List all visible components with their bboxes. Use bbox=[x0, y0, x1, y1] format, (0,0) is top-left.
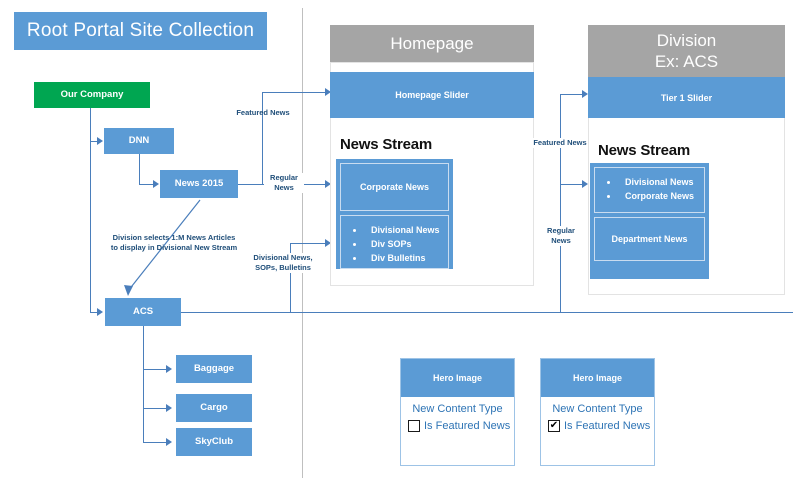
node-acs[interactable]: ACS bbox=[105, 298, 181, 326]
connector-divisional-riser bbox=[290, 243, 291, 312]
checkbox-unchecked-icon[interactable] bbox=[408, 420, 420, 432]
arrowhead-divisional-list bbox=[325, 239, 331, 247]
homepage-cell-divisional-list[interactable]: Divisional News Div SOPs Div Bulletins bbox=[340, 215, 449, 269]
connector-acs-spine bbox=[143, 326, 144, 442]
connector-company-dnn bbox=[90, 141, 98, 142]
division-panel-header: Division Ex: ACS bbox=[588, 25, 785, 77]
division-header-line1: Division bbox=[656, 30, 717, 50]
connector-acs-baggage bbox=[143, 369, 167, 370]
arrowhead-news-2015 bbox=[153, 180, 159, 188]
connector-company-acs bbox=[90, 312, 98, 313]
hero-image-placeholder: Hero Image bbox=[541, 359, 654, 397]
list-item: Divisional News bbox=[603, 176, 698, 189]
label-divisional-payload: Divisional News, SOPs, Bulletins bbox=[246, 253, 320, 274]
content-type-label: New Content Type bbox=[412, 403, 503, 415]
connector-featured-to-slider bbox=[262, 92, 328, 93]
checkbox-label: Is Featured News bbox=[424, 420, 511, 432]
node-baggage[interactable]: Baggage bbox=[176, 355, 252, 383]
node-news-2015[interactable]: News 2015 bbox=[160, 170, 238, 198]
homepage-slider[interactable]: Homepage Slider bbox=[330, 72, 534, 118]
checkbox-label: Is Featured News bbox=[564, 420, 651, 432]
homepage-news-stream: Corporate News Divisional News Div SOPs … bbox=[336, 159, 453, 269]
connector-acs-right-bus bbox=[181, 312, 793, 313]
connector-news-out bbox=[238, 184, 262, 185]
checkbox-checked-icon[interactable]: ✔ bbox=[548, 420, 560, 432]
arrowhead-baggage bbox=[166, 365, 172, 373]
content-type-card-checked[interactable]: Hero Image New Content Type ✔ Is Feature… bbox=[540, 358, 655, 466]
arrowhead-skyclub bbox=[166, 438, 172, 446]
hero-image-placeholder: Hero Image bbox=[401, 359, 514, 397]
arrowhead-homepage-slider bbox=[325, 88, 331, 96]
connector-divisional-to-list bbox=[290, 243, 328, 244]
is-featured-news-row[interactable]: ✔ Is Featured News bbox=[545, 420, 650, 432]
homepage-panel-header: Homepage bbox=[330, 25, 534, 62]
node-skyclub[interactable]: SkyClub bbox=[176, 428, 252, 456]
arrowhead-corporate-news bbox=[325, 180, 331, 188]
list-item: Div Bulletins bbox=[349, 252, 442, 265]
label-featured-news-center: Featured News bbox=[236, 108, 290, 117]
node-dnn[interactable]: DNN bbox=[104, 128, 174, 154]
connector-featured-riser bbox=[262, 92, 263, 184]
connector-acs-skyclub bbox=[143, 442, 167, 443]
label-regular-news-center: Regular News bbox=[264, 173, 304, 194]
content-type-label: New Content Type bbox=[552, 403, 643, 415]
connector-division-riser bbox=[560, 94, 561, 312]
division-cell-news-list[interactable]: Divisional News Corporate News bbox=[594, 167, 705, 213]
node-our-company[interactable]: Our Company bbox=[34, 82, 150, 108]
arrowhead-division-list bbox=[582, 180, 588, 188]
connector-division-featured bbox=[560, 94, 584, 95]
connector-news-acs-diagonal bbox=[124, 199, 201, 296]
connector-acs-cargo bbox=[143, 408, 167, 409]
arrowhead-dnn bbox=[97, 137, 103, 145]
node-cargo[interactable]: Cargo bbox=[176, 394, 252, 422]
division-stream-title: News Stream bbox=[598, 142, 691, 159]
connector-dnn-news-h bbox=[139, 184, 154, 185]
arrowhead-cargo bbox=[166, 404, 172, 412]
is-featured-news-row[interactable]: Is Featured News bbox=[405, 420, 510, 432]
annotation-division-selects: Division selects 1:M News Articles to di… bbox=[110, 233, 238, 253]
label-featured-news-right: Featured News bbox=[527, 138, 593, 149]
homepage-stream-title: News Stream bbox=[340, 136, 433, 153]
connector-dnn-news-v bbox=[139, 154, 140, 184]
list-item: Corporate News bbox=[603, 190, 698, 203]
arrowhead-tier1-slider bbox=[582, 90, 588, 98]
division-news-stream: Divisional News Corporate News Departmen… bbox=[590, 163, 709, 279]
list-item: Div SOPs bbox=[349, 238, 442, 251]
connector-division-regular bbox=[560, 184, 584, 185]
division-header-line2: Ex: ACS bbox=[654, 52, 719, 71]
list-item: Divisional News bbox=[349, 224, 442, 237]
arrowhead-acs bbox=[97, 308, 103, 316]
division-cell-department-news[interactable]: Department News bbox=[594, 217, 705, 261]
connector-company-spine bbox=[90, 108, 91, 312]
label-regular-news-right: Regular News bbox=[540, 226, 582, 247]
division-tier1-slider[interactable]: Tier 1 Slider bbox=[588, 77, 785, 118]
content-type-card-unchecked[interactable]: Hero Image New Content Type Is Featured … bbox=[400, 358, 515, 466]
title-banner: Root Portal Site Collection bbox=[14, 12, 267, 50]
homepage-cell-corporate-news[interactable]: Corporate News bbox=[340, 163, 449, 211]
